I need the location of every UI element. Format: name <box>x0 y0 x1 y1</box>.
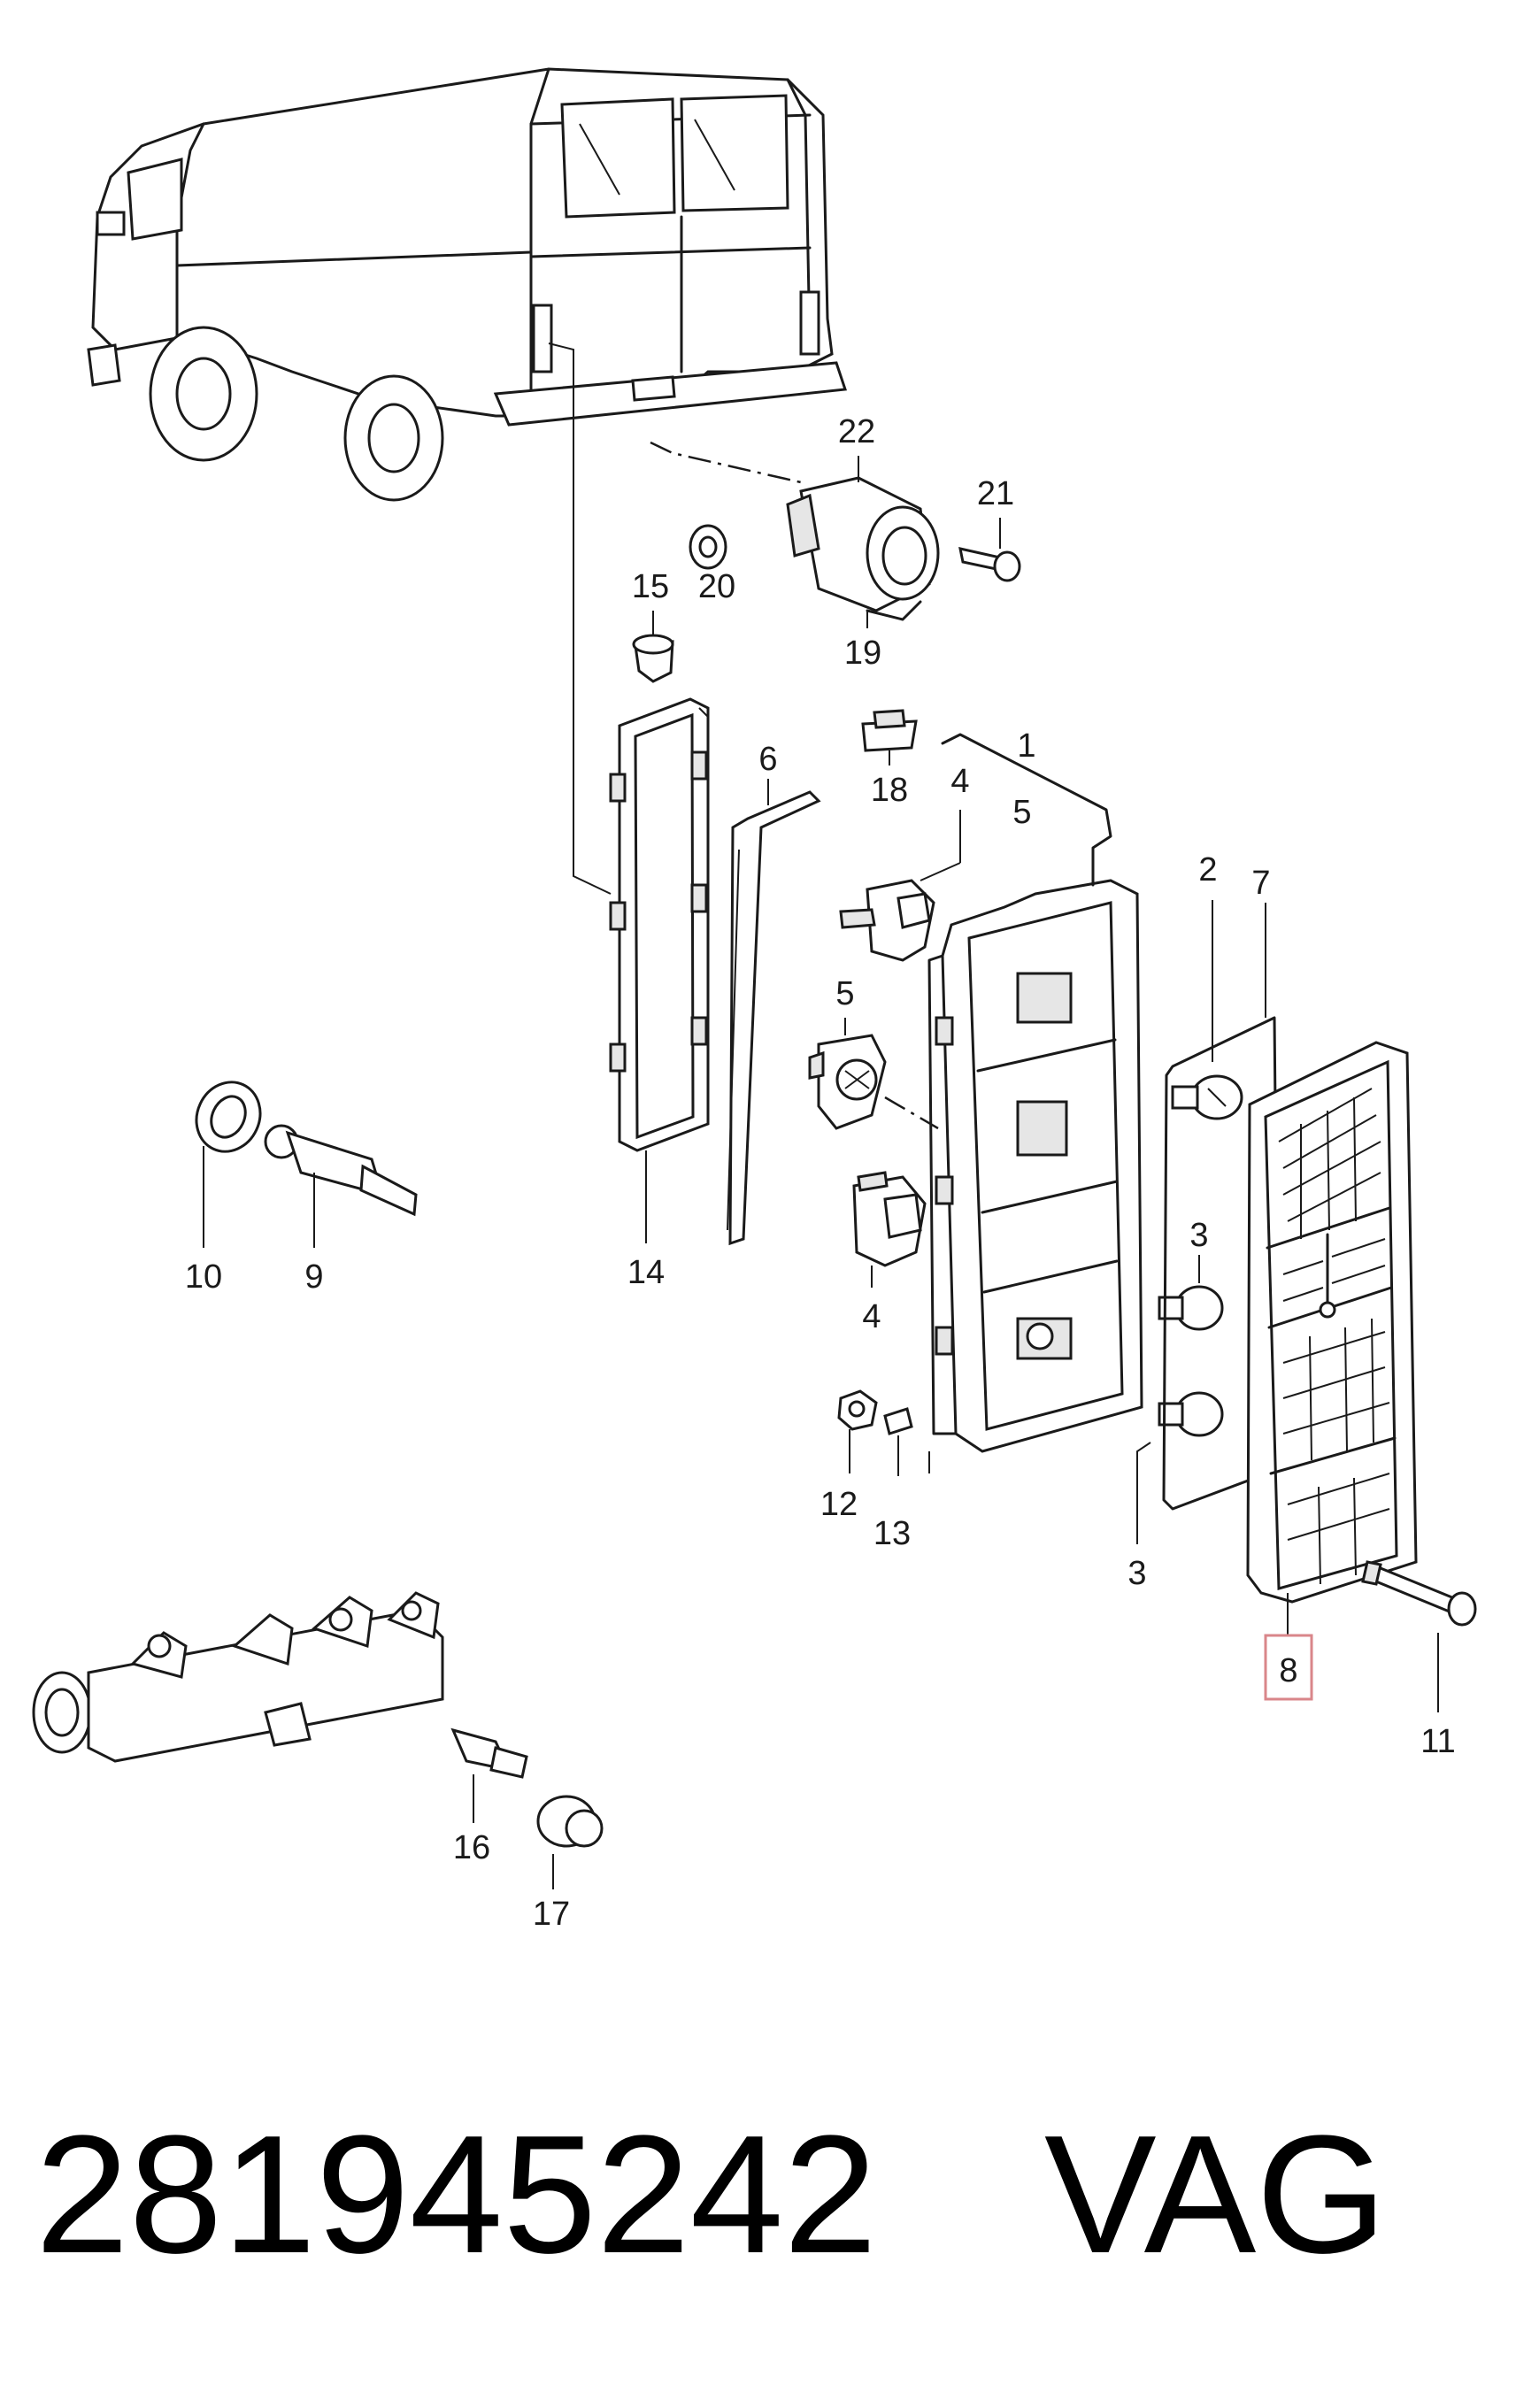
callout-5-upper: 5 <box>1012 794 1031 831</box>
brand-label: VAG <box>1044 2101 1387 2289</box>
callout-3-upper: 3 <box>1189 1217 1208 1254</box>
callout-10: 10 <box>185 1258 222 1296</box>
part-14-gasket <box>609 697 710 1243</box>
callout-4-lower: 4 <box>862 1298 881 1335</box>
callout-13: 13 <box>873 1515 911 1552</box>
part-2-bulb <box>1171 900 1243 1120</box>
callout-14: 14 <box>627 1254 665 1291</box>
callout-9: 9 <box>304 1258 323 1296</box>
callout-3-lower: 3 <box>1127 1555 1146 1592</box>
part-9-switch <box>264 1124 418 1248</box>
callout-5-lower: 5 <box>835 975 854 1012</box>
part-11-screw <box>1361 1560 1477 1712</box>
callout-7: 7 <box>1251 865 1270 902</box>
part-4-bulb-holder-upper <box>839 810 961 962</box>
part-17-cap <box>536 1795 604 1889</box>
part-21-screw <box>958 518 1021 582</box>
callout-21: 21 <box>977 475 1014 512</box>
part-1-lamp-housing <box>927 733 1143 1473</box>
callout-12: 12 <box>820 1486 858 1523</box>
part-12-nut <box>837 1389 878 1473</box>
callout-17: 17 <box>533 1896 570 1933</box>
callout-4-upper: 4 <box>950 763 969 800</box>
part-4-bulb-holder-lower <box>852 1171 927 1288</box>
master-cylinder <box>32 1591 444 1763</box>
part-number: 281945242 <box>35 2101 877 2289</box>
part-6-seal-strip <box>727 779 821 1246</box>
part-15-plug <box>632 611 674 683</box>
callout-22: 22 <box>838 413 875 450</box>
callout-19: 19 <box>844 635 881 672</box>
part-3-bulb-lower <box>1136 1391 1224 1544</box>
callout-15: 15 <box>632 568 669 605</box>
part-8-lens <box>1246 1041 1418 1635</box>
highlight-box <box>1264 1634 1313 1701</box>
part-18-clip <box>861 709 918 765</box>
callout-16: 16 <box>453 1829 490 1866</box>
callout-6: 6 <box>758 741 777 778</box>
part-3-bulb-upper <box>1158 1255 1224 1331</box>
part-10-seal-ring <box>195 1081 262 1248</box>
callout-18: 18 <box>871 772 908 809</box>
part-19-22-socket <box>786 456 940 628</box>
callout-2: 2 <box>1198 851 1217 889</box>
part-7-lens-gasket <box>1162 903 1281 1511</box>
part-20-grommet <box>689 524 727 570</box>
van-illustration <box>87 67 848 502</box>
callout-labels: 1 5 4 2 7 5 4 3 3 6 18 14 10 9 12 13 11 … <box>185 413 1456 1933</box>
callout-1: 1 <box>1017 727 1035 765</box>
callout-8-highlighted: 8 <box>1279 1652 1297 1689</box>
callout-20: 20 <box>698 568 735 605</box>
callout-11: 11 <box>1420 1723 1455 1760</box>
part-13-washer <box>883 1407 913 1476</box>
part-5-bulb-holder <box>808 1018 939 1130</box>
part-16-brake-light-switch <box>450 1727 528 1823</box>
